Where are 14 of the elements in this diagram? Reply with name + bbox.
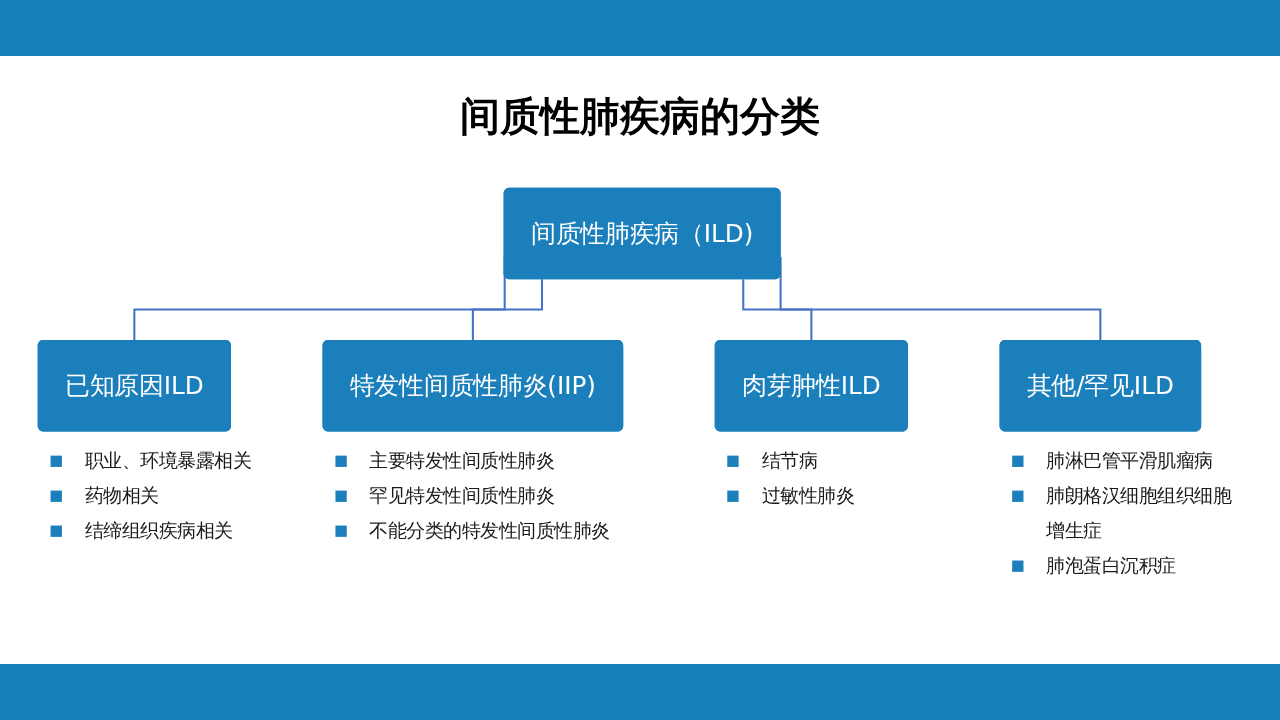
list-item-text: 不能分类的特发性间质性肺炎: [369, 518, 611, 543]
list-item-text: 肺朗格汉细胞组织细胞增生症: [1046, 483, 1233, 543]
list-item-text: 药物相关: [84, 483, 160, 508]
connector: [471, 279, 544, 342]
list-item-text: 肺淋巴管平滑肌瘤病: [1046, 448, 1214, 474]
list-item-text: 结缔组织疾病相关: [84, 518, 234, 543]
list-item-text: 过敏性肺炎: [761, 483, 856, 508]
list-item-text: 职业、环境暴露相关: [84, 448, 253, 474]
title: 间质性肺疾病的分类: [460, 92, 820, 140]
list-item-text: 肺泡蛋白沉积症: [1046, 553, 1177, 578]
list-item-text: 结节病: [761, 448, 819, 474]
list-item-text: 罕见特发性间质性肺炎: [369, 483, 556, 508]
connector: [742, 279, 813, 342]
list-item-text: 主要特发性间质性肺炎: [369, 448, 556, 474]
